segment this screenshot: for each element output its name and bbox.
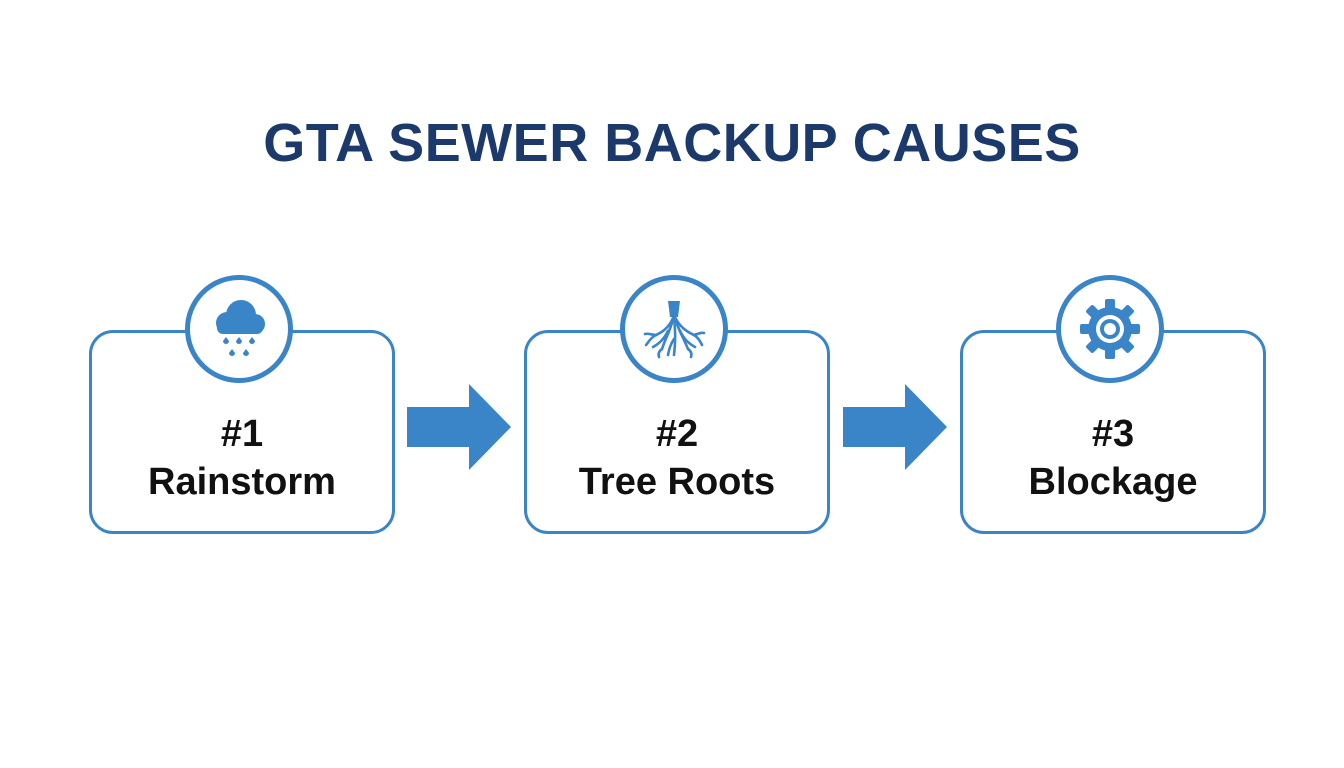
step-icon-badge [185,275,293,383]
step-tree-roots: #2 Tree Roots [524,275,830,534]
step-number: #2 [655,413,699,455]
step-icon-badge [620,275,728,383]
step-blockage: #3 Blockage [960,275,1266,534]
diagram-title: GTA SEWER BACKUP CAUSES [263,113,1081,173]
step-rainstorm: #1 Rainstorm [89,275,395,534]
arrow-right-icon [407,384,511,470]
gear-icon [1080,299,1140,359]
rain-cloud-icon [216,300,265,356]
tree-roots-icon [643,301,706,359]
step-number: #1 [220,413,264,455]
arrow-right-icon [843,384,947,470]
step-label: Blockage [1028,461,1198,503]
step-label: Rainstorm [148,461,336,503]
step-label: Tree Roots [578,461,776,503]
step-number: #3 [1091,413,1135,455]
step-icon-badge [1056,275,1164,383]
